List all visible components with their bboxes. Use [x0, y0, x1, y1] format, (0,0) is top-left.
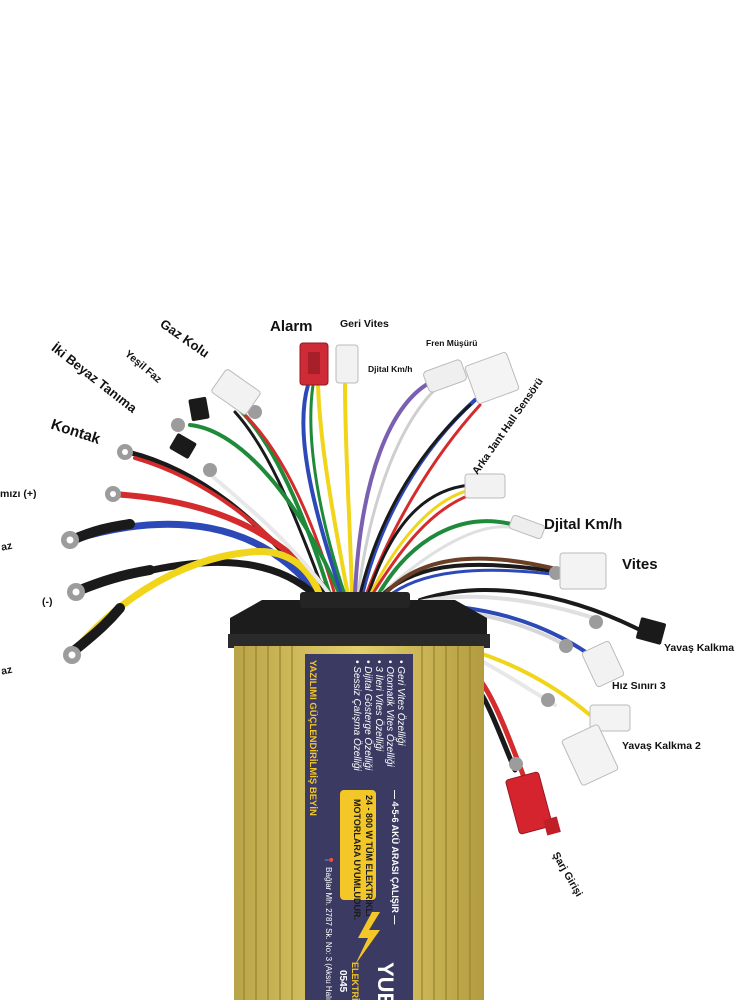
controller-body: [228, 592, 490, 1000]
ring-terminal-sarj: [509, 757, 523, 771]
feature-1: • Geri Vites Özelliği: [395, 660, 407, 746]
wire-blue-alarm: [301, 383, 344, 597]
battery-note: — 4-5-6 AKÜ ARASI ÇALIŞIR —: [390, 790, 400, 924]
ring-terminal-hiz: [559, 639, 573, 653]
djital-kmh-plug: [508, 514, 546, 540]
sarj-plug: [505, 771, 553, 835]
sticker-text: • Geri Vites Özelliği • Otomatik Vites Ö…: [307, 660, 407, 1000]
ring-terminal-kontak: [117, 444, 133, 460]
yesil-faz-plug: [169, 433, 197, 459]
label-hiz-siniri-3: Hız Sınırı 3: [612, 680, 666, 692]
fren-plug: [423, 359, 467, 393]
gaz-kolu-plug: [211, 369, 261, 415]
ring-terminal-yavas: [589, 615, 603, 629]
label-faz-1: az: [0, 539, 14, 554]
ring-terminal-aku-minus: [67, 583, 85, 601]
address-text: 📍 Bağlar Mh. 2787 Sk. No: 3 (Aksu Halı Ü…: [324, 855, 334, 1000]
label-yavas-kalkma-2: Yavaş Kalkma 2: [622, 740, 701, 752]
hiz-siniri-plug: [581, 640, 625, 688]
label-djital-kmh-right: Djital Km/h: [544, 516, 623, 533]
vites-plug: [559, 552, 607, 590]
wire-red-jant: [370, 493, 472, 597]
feature-4: • Dijital Gösterge Özelliği: [362, 660, 374, 771]
wire-yellow-yavas2: [468, 648, 592, 717]
wire-yellow-alarm: [316, 383, 350, 597]
power-note-1: 24 - 800 W TÜM ELEKTRİKLİ: [364, 795, 374, 917]
wire-green-iki: [188, 423, 342, 597]
label-djital-kmh-top: Djital Km/h: [368, 364, 413, 374]
yavas-kalkma2-plug-a: [589, 704, 631, 732]
label-faz-2: az: [0, 663, 14, 678]
label-aku-minus: (-): [42, 596, 53, 608]
ring-terminal-aku-plus: [105, 486, 121, 502]
wire-black-jant: [366, 483, 472, 597]
brand-subtitle: ELEKTRİK & ELEK: [350, 962, 360, 1000]
yavas-kalkma2-plug-b: [561, 724, 619, 786]
ring-terminal-faz-1: [61, 531, 79, 549]
wire-white-kmh: [378, 525, 517, 597]
label-geri-vites: Geri Vites: [340, 318, 389, 330]
hall-plug: [464, 352, 520, 404]
wire-brown-vites: [382, 556, 562, 597]
ring-terminal-faz-2: [63, 646, 81, 664]
power-note-2: MOTORLARA UYUMLUDUR.: [352, 799, 362, 920]
wire-white-yavas: [418, 594, 602, 622]
wire-white-fren: [356, 383, 442, 597]
feature-2: • Otomatik Vites Özelliği: [384, 660, 396, 767]
geri-vites-plug: [335, 344, 359, 384]
label-yavas-kalkma: Yavaş Kalkma: [664, 642, 735, 654]
wire-white-yesil: [203, 468, 332, 597]
label-vites: Vites: [622, 556, 658, 573]
wire-yellow-geri: [343, 383, 354, 597]
feature-3: • 3 İleri Vites Özelliği: [373, 660, 385, 752]
phone-text: 0545: [337, 970, 348, 993]
lightning-icon: [355, 912, 380, 965]
connectors: [61, 342, 666, 836]
jant-plug: [464, 473, 506, 499]
label-aku-plus: mızı (+): [0, 488, 37, 500]
brand-name: YUE: [373, 962, 398, 1000]
iki-beyaz-plug: [188, 396, 210, 422]
wire-blue-vites: [384, 568, 562, 600]
label-alarm: Alarm: [270, 318, 313, 335]
yavas-kalkma-plug: [636, 617, 666, 645]
wire-black-hall: [358, 403, 472, 597]
wire-black-yavas: [418, 588, 642, 632]
feature-5: • Sessiz Çalışma Özelliği: [351, 660, 363, 772]
wire-yellow-jant: [368, 488, 472, 597]
ring-terminal-yavas2: [541, 693, 555, 707]
wire-black-gaz: [233, 410, 327, 597]
label-fren-musuru: Fren Müşürü: [426, 338, 478, 348]
wire-green-kmh: [376, 519, 517, 597]
wire-green-alarm: [309, 383, 347, 597]
wire-purple-fren: [353, 378, 437, 597]
sticker-slogan: YAZILIMI GÜÇLENDİRİLMİŞ BEYİN: [307, 660, 318, 816]
